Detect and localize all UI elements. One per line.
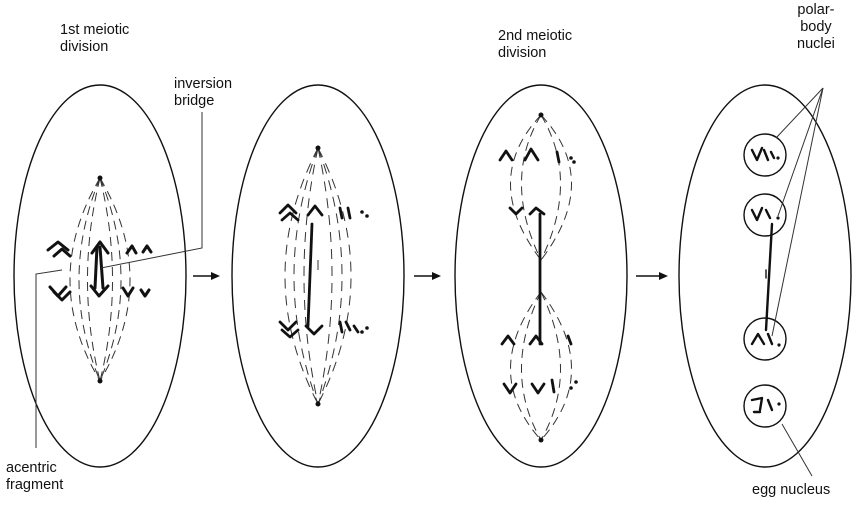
cell-3-fragments [569, 156, 578, 390]
egg-nucleus-circle [743, 384, 787, 428]
polar-body-nucleus-3 [743, 317, 787, 361]
cell-4-chromosomes [750, 146, 776, 414]
cell-3-spindle [510, 114, 572, 441]
label-inversion-bridge: inversion bridge [174, 76, 233, 109]
label-1st-meiotic-division: 1st meiotic division [60, 22, 130, 55]
leader-egg-nucleus [781, 423, 813, 477]
polar-body-nucleus-2 [743, 193, 787, 237]
cell-4-fragments [776, 156, 781, 406]
cell-3-centriole-bottom [538, 437, 544, 443]
arrows [193, 272, 668, 280]
label-polar-body-nuclei: polar- body nuclei [797, 2, 835, 52]
label-egg-nucleus: egg nucleus [752, 482, 831, 498]
cell-1-chromosomes [46, 240, 153, 302]
cell-3-centriole-top [538, 112, 544, 118]
label-2nd-meiotic-division: 2nd meiotic division [498, 28, 573, 61]
cell-3-chromosomes [498, 147, 573, 395]
cell-4-outline [678, 84, 852, 468]
cell-1-centriole-top [97, 175, 103, 181]
cell-2-centriole-top [315, 145, 321, 151]
leader-polar-body-2 [777, 87, 824, 217]
cell-1-spindle [69, 177, 131, 382]
cell-2-spindle [284, 147, 352, 405]
leader-lines [35, 87, 824, 477]
cell-1-outline [13, 84, 187, 468]
leader-inversion-bridge [100, 112, 203, 269]
leader-polar-body-3 [771, 87, 824, 337]
cell-2-outline [231, 84, 405, 468]
leader-acentric-fragment [35, 269, 63, 448]
cell-3-outline [454, 84, 628, 468]
label-acentric-fragment: acentric fragment [6, 460, 64, 493]
polar-body-nucleus-1 [743, 133, 787, 177]
cell-2-chromosomes [278, 203, 360, 339]
cell-1-centriole-bottom [97, 378, 103, 384]
leader-polar-body-1 [775, 87, 824, 139]
cell-2-centriole-bottom [315, 401, 321, 407]
cell-2-fragments [360, 210, 369, 334]
